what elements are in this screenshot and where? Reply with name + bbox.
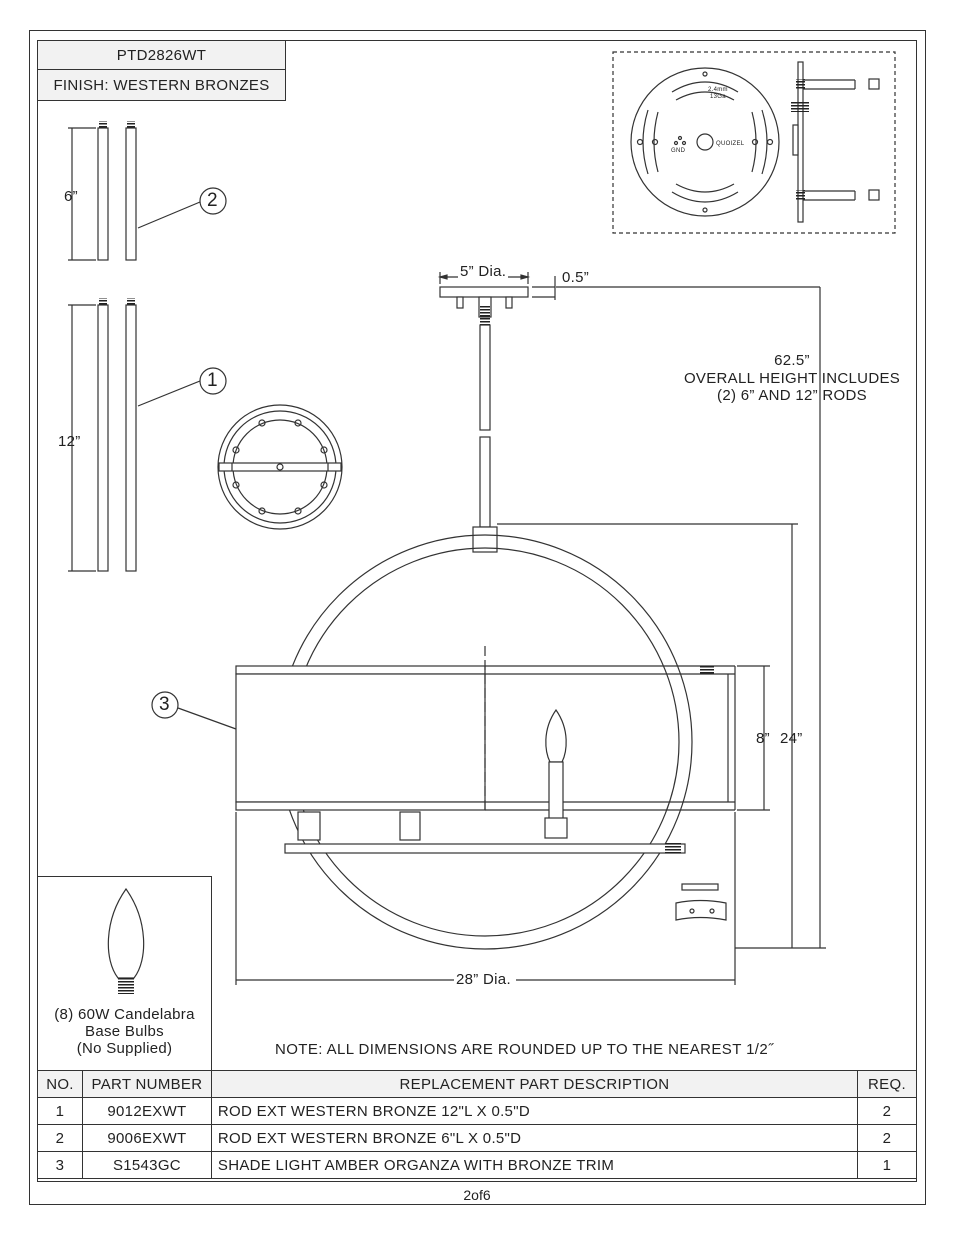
- row-no: 3: [37, 1151, 83, 1179]
- rod-short-pair: [68, 121, 201, 261]
- row-desc: ROD EXT WESTERN BRONZE 12"L X 0.5"D: [210, 1097, 858, 1125]
- mounting-plate: [630, 61, 880, 223]
- row-req: 2: [856, 1097, 918, 1125]
- plate-brand: QUOIZEL: [716, 141, 745, 147]
- canopy: [437, 272, 820, 325]
- plate-gauge-2: 13Ga: [710, 94, 726, 100]
- bulb-line-2: Base Bulbs: [85, 1023, 164, 1040]
- callout-circle-2: [199, 187, 227, 215]
- stem: [472, 324, 498, 553]
- callout-circle-1: [199, 367, 227, 395]
- plate-gauge-1: 2.4mm: [708, 87, 728, 93]
- page-number: 2of6: [463, 1187, 491, 1203]
- model-number-box: PTD2826WT: [37, 40, 286, 71]
- shade: [235, 646, 736, 811]
- callout-number-2: 2: [207, 190, 218, 211]
- callout-circle-3: [151, 691, 179, 719]
- finish-label: FINISH: WESTERN BRONZES: [53, 76, 270, 94]
- row-part: 9012EXWT: [81, 1097, 212, 1125]
- clip-detail: [675, 883, 727, 921]
- bulb-line-1: (8) 60W Candelabra: [54, 1006, 195, 1023]
- canopy-diameter: 5” Dia.: [460, 263, 507, 280]
- finish-box: FINISH: WESTERN BRONZES: [37, 69, 286, 101]
- overall-height-note-2: (2) 6” AND 12” RODS: [717, 387, 867, 404]
- bulb-info-text: (8) 60W Candelabra Base Bulbs (No Suppli…: [37, 1006, 212, 1057]
- candelabra-bulb-icon: [107, 887, 145, 994]
- parts-table: NO. PART NUMBER REPLACEMENT PART DESCRIP…: [37, 1070, 918, 1179]
- fixture-height: 24”: [780, 730, 803, 747]
- row-part: S1543GC: [81, 1151, 212, 1179]
- row-no: 1: [37, 1097, 83, 1125]
- header-req: REQ.: [856, 1070, 918, 1098]
- callout-number-1: 1: [207, 370, 218, 391]
- header-no: NO.: [37, 1070, 83, 1098]
- plate-ground: GND: [671, 148, 686, 154]
- bulb-line-3: (No Supplied): [76, 1040, 173, 1057]
- row-req: 2: [856, 1124, 918, 1152]
- bulb-info-box: [37, 876, 212, 1071]
- rod-long-dimension: 12”: [58, 433, 81, 450]
- rod-long-pair: [68, 298, 201, 572]
- drawing-frame: [37, 40, 917, 1182]
- row-no: 2: [37, 1124, 83, 1152]
- table-row: 1 9012EXWT ROD EXT WESTERN BRONZE 12"L X…: [37, 1097, 918, 1125]
- callout-number-3: 3: [159, 694, 170, 715]
- rod-short-dimension: 6”: [64, 188, 78, 205]
- sheet-border: [29, 30, 926, 1205]
- fixture-top-view: [217, 404, 343, 530]
- row-desc: ROD EXT WESTERN BRONZE 6"L X 0.5"D: [210, 1124, 858, 1152]
- row-req: 1: [856, 1151, 918, 1179]
- overall-height-note-1: OVERALL HEIGHT INCLUDES: [683, 370, 901, 387]
- bottom-bar: [284, 843, 686, 854]
- header-description: REPLACEMENT PART DESCRIPTION: [210, 1070, 858, 1098]
- row-desc: SHADE LIGHT AMBER ORGANZA WITH BRONZE TR…: [210, 1151, 858, 1179]
- fixture-diameter: 28” Dia.: [456, 971, 511, 988]
- overall-height-value: 62.5”: [774, 352, 810, 369]
- table-header-row: NO. PART NUMBER REPLACEMENT PART DESCRIP…: [37, 1070, 918, 1098]
- header-part-number: PART NUMBER: [81, 1070, 212, 1098]
- table-row: 3 S1543GC SHADE LIGHT AMBER ORGANZA WITH…: [37, 1151, 918, 1179]
- dimension-note: NOTE: ALL DIMENSIONS ARE ROUNDED UP TO T…: [275, 1041, 774, 1058]
- mounting-detail-box: [612, 51, 896, 234]
- table-row: 2 9006EXWT ROD EXT WESTERN BRONZE 6"L X …: [37, 1124, 918, 1152]
- canopy-height: 0.5”: [562, 269, 590, 286]
- shade-height: 8”: [756, 730, 770, 747]
- candle-socket: [297, 708, 568, 841]
- row-part: 9006EXWT: [81, 1124, 212, 1152]
- model-number: PTD2826WT: [116, 47, 207, 64]
